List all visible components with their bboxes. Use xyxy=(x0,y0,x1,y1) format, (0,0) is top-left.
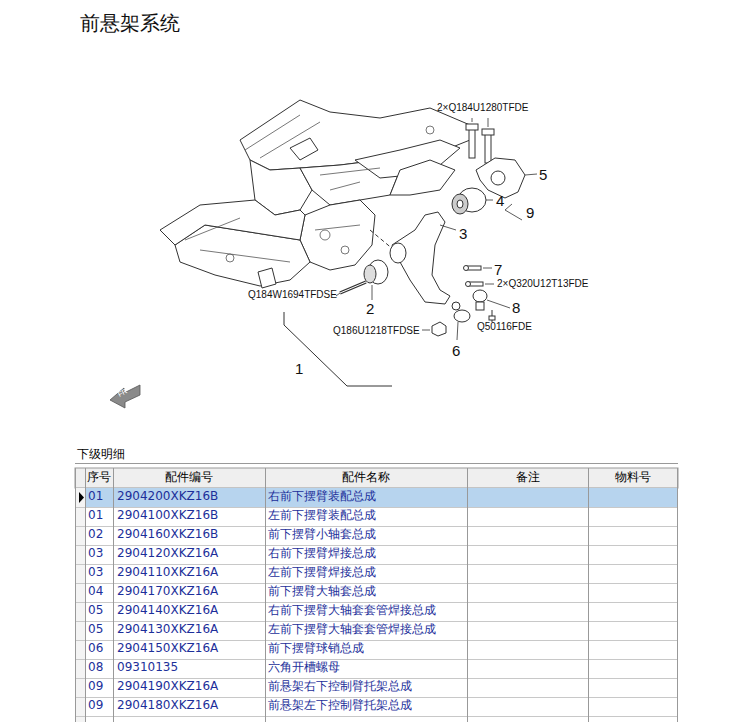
panel-heading: 下级明细 xyxy=(77,448,125,462)
part-code: 2×Q320U12T13FDE xyxy=(497,278,588,290)
table-cell: 01 xyxy=(88,490,103,504)
table-cell: 04 xyxy=(88,585,103,599)
table-cell: 2904170XKZ16A xyxy=(117,585,218,599)
table-cell: 前悬架左下控制臂托架总成 xyxy=(268,699,412,713)
callout-number: 9 xyxy=(526,204,534,221)
table-cell: 2904160XKZ16B xyxy=(117,528,218,542)
table-cell: 02 xyxy=(88,528,103,542)
table-cell: 2904100XKZ16B xyxy=(117,509,218,523)
table-cell: 03 xyxy=(88,547,103,561)
table-grid xyxy=(75,446,678,722)
table-cell: 2904190XKZ16A xyxy=(117,680,218,694)
table-header: 物料号 xyxy=(588,471,678,485)
callout-number: 2 xyxy=(366,300,374,317)
table-cell: 09310135 xyxy=(117,661,178,675)
table-cell: 2904200XKZ16B xyxy=(117,490,218,504)
table-header: 序号 xyxy=(85,471,113,485)
table-cell: 05 xyxy=(88,604,103,618)
table-cell: 2904120XKZ16A xyxy=(117,547,218,561)
callout-number: 7 xyxy=(494,261,502,278)
table-cell: 左前下摆臂大轴套套管焊接总成 xyxy=(268,623,436,637)
callout-number: 3 xyxy=(459,225,467,242)
table-cell: 2904150XKZ16A xyxy=(117,642,218,656)
part-code: Q184W1694TFDSE xyxy=(248,289,337,301)
table-cell: 前下摆臂小轴套总成 xyxy=(268,528,376,542)
table-header: 配件名称 xyxy=(265,471,467,485)
part-code: 2×Q184U1280TFDE xyxy=(437,102,528,114)
table-cell: 2904110XKZ16A xyxy=(117,566,218,580)
table-cell: 左前下摆臂装配总成 xyxy=(268,509,376,523)
table-cell: 06 xyxy=(88,642,103,656)
callout-number: 5 xyxy=(539,166,547,183)
table-cell: 2904180XKZ16A xyxy=(117,699,218,713)
table-cell: 2904140XKZ16A xyxy=(117,604,218,618)
table-cell: 08 xyxy=(88,661,103,675)
table-cell: 09 xyxy=(88,680,103,694)
table-cell: 01 xyxy=(88,509,103,523)
table-header: 配件编号 xyxy=(113,471,265,485)
table-cell: 右前下摆臂焊接总成 xyxy=(268,547,376,561)
table-cell: 03 xyxy=(88,566,103,580)
table-cell: 右前下摆臂大轴套套管焊接总成 xyxy=(268,604,436,618)
table-cell: 前悬架右下控制臂托架总成 xyxy=(268,680,412,694)
table-cell: 2904130XKZ16A xyxy=(117,623,218,637)
callout-number: 1 xyxy=(295,360,303,377)
table-cell: 六角开槽螺母 xyxy=(268,661,340,675)
table-cell: 右前下摆臂装配总成 xyxy=(268,490,376,504)
table-cell: 09 xyxy=(88,699,103,713)
table-cell: 前下摆臂球销总成 xyxy=(268,642,364,656)
part-code: Q50116FDE xyxy=(477,321,532,333)
table-header: 备注 xyxy=(467,471,588,485)
table-cell: 前下摆臂大轴套总成 xyxy=(268,585,376,599)
table-cell: 左前下摆臂焊接总成 xyxy=(268,566,376,580)
callout-number: 8 xyxy=(512,299,520,316)
callout-number: 4 xyxy=(496,192,504,209)
part-code: Q186U1218TFDSE xyxy=(333,325,420,337)
table-cell: 05 xyxy=(88,623,103,637)
page-title: 前悬架系统 xyxy=(80,12,180,35)
callout-number: 6 xyxy=(452,342,460,359)
